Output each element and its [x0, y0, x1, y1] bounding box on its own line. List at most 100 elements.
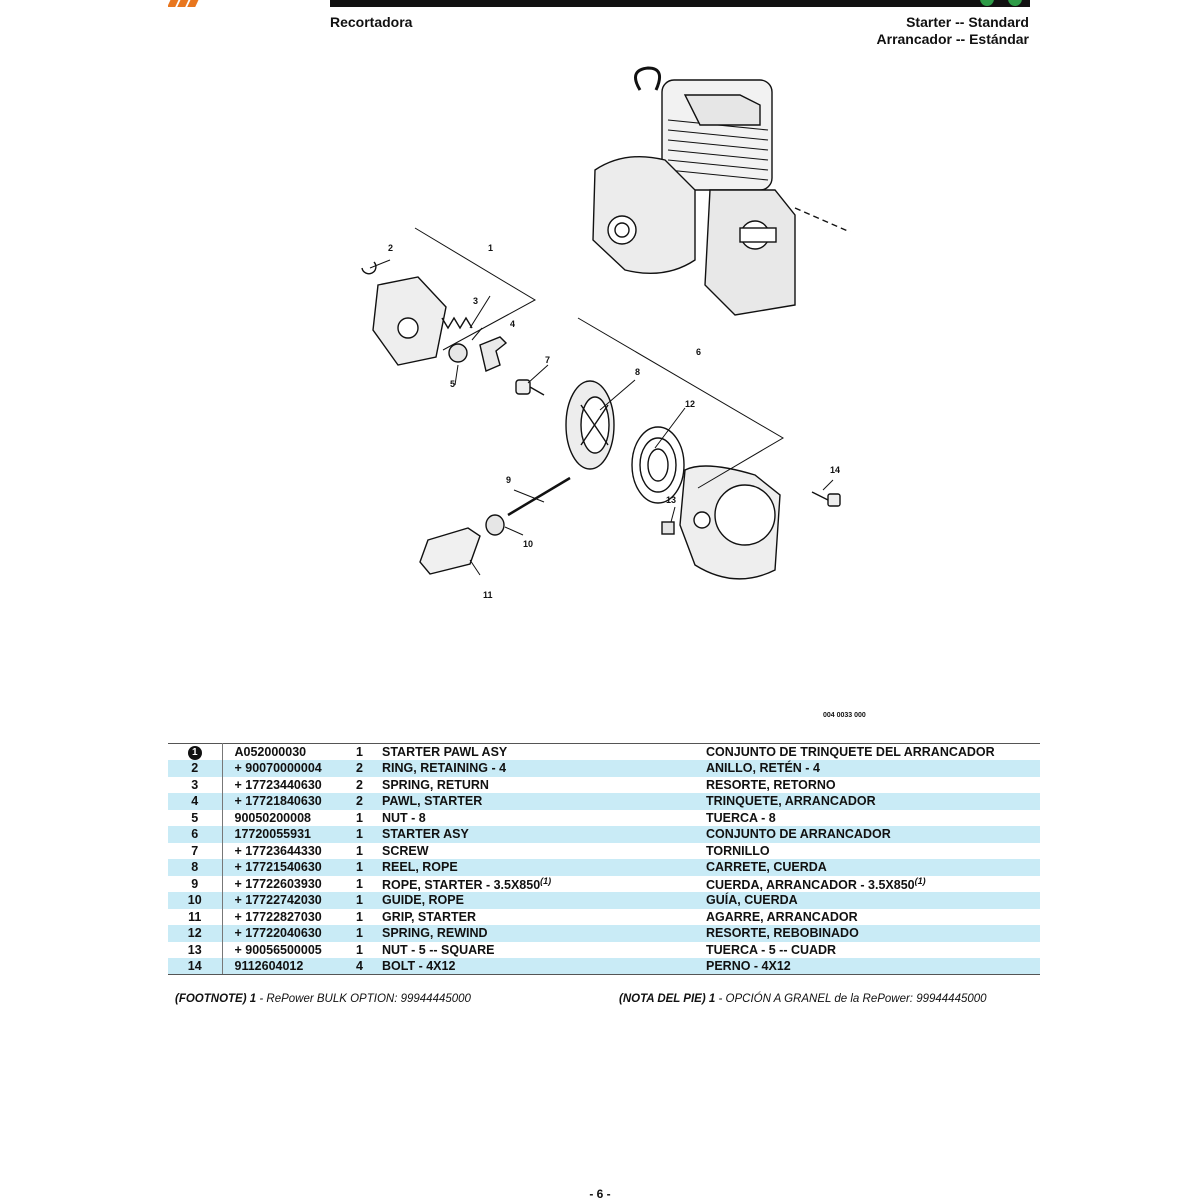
- footnote-es: (NOTA DEL PIE) 1 - OPCIÓN A GRANEL de la…: [619, 993, 987, 1005]
- quantity-cell: 2: [356, 777, 382, 794]
- part-8-reel: [565, 380, 615, 470]
- ref-cell: 5: [168, 809, 223, 826]
- ref-cell: 4: [168, 793, 223, 810]
- part-number-cell-text: + 17722040630: [234, 926, 322, 941]
- callout-label: 2: [388, 243, 393, 253]
- part-number-cell-text: + 17723644330: [234, 843, 322, 858]
- part-number-cell-text: + 17722827030: [234, 909, 322, 924]
- callout-label: 5: [450, 379, 455, 389]
- description-cell: SCREW: [382, 843, 706, 860]
- circled-ref-number: 1: [187, 746, 202, 760]
- callout-label: 6: [696, 347, 701, 357]
- ref-cell-text: 9: [191, 876, 199, 891]
- page-number: - 6 -: [589, 1187, 611, 1200]
- description-es-cell-text: ANILLO, RETÉN - 4: [706, 761, 820, 776]
- quantity-cell: 1: [356, 810, 382, 827]
- ref-cell: 13: [168, 941, 223, 958]
- quantity-cell: 1: [356, 826, 382, 843]
- ref-cell: 9: [168, 875, 223, 892]
- brand-logo: [168, 0, 308, 7]
- ref-cell-text: 2: [191, 761, 199, 776]
- ref-cell: 2: [168, 760, 223, 777]
- starter-case: [679, 465, 781, 580]
- description-es-cell-text: CARRETE, CUERDA: [706, 860, 827, 875]
- description-es-cell: GUÍA, CUERDA: [706, 892, 1040, 909]
- description-es-cell-text: TORNILLO: [706, 843, 770, 858]
- ref-cell-text: 7: [191, 843, 199, 858]
- part-number-cell-text: 9112604012: [234, 959, 304, 973]
- part-7-screw: [515, 379, 545, 396]
- description-es-cell-text: GUÍA, CUERDA: [706, 893, 798, 908]
- part-number-cell-text: A052000030: [234, 745, 307, 759]
- description-es-cell: ANILLO, RETÉN - 4: [706, 760, 1040, 777]
- callout-label: 9: [506, 475, 511, 485]
- part-number-cell: + 17722040630: [222, 925, 356, 942]
- description-cell: SPRING, REWIND: [382, 925, 706, 942]
- ref-cell-text: 11: [188, 909, 202, 924]
- quantity-cell: 1: [356, 892, 382, 909]
- description-cell-text: GRIP, STARTER: [382, 909, 476, 924]
- footnote-marker: (1): [914, 875, 926, 886]
- engine-drawing: [592, 66, 851, 316]
- callout-label: 8: [635, 367, 640, 377]
- part-12-rewind-spring: [631, 426, 685, 504]
- footnote-marker: (1): [540, 875, 552, 886]
- quantity-cell-text: 1: [356, 909, 363, 924]
- description-es-cell: TUERCA - 8: [706, 810, 1040, 827]
- description-cell: SPRING, RETURN: [382, 777, 706, 794]
- callout-label: 4: [510, 319, 515, 329]
- callout-label: 14: [830, 465, 840, 475]
- ref-cell: 7: [168, 842, 223, 859]
- description-es-cell-text: TRINQUETE, ARRANCADOR: [706, 794, 876, 809]
- part-2-ring: [361, 261, 377, 275]
- description-cell-text: ROPE, STARTER - 3.5X850: [382, 877, 541, 892]
- part-number-cell: + 17722742030: [222, 892, 356, 909]
- quantity-cell-text: 1: [356, 745, 363, 759]
- quantity-cell: 2: [356, 793, 382, 810]
- description-es-cell: RESORTE, RETORNO: [706, 777, 1040, 794]
- part-14-bolt: [811, 491, 841, 507]
- part-number-cell: 9112604012: [222, 958, 356, 975]
- description-cell-text: SPRING, REWIND: [382, 926, 488, 941]
- brand-dot-icon: [980, 0, 994, 6]
- ref-cell-text: 13: [187, 942, 202, 957]
- description-es-cell-text: CONJUNTO DE ARRANCADOR: [706, 827, 891, 842]
- quantity-cell-text: 1: [356, 926, 363, 941]
- quantity-cell-text: 4: [356, 959, 363, 973]
- part-number-cell: 90050200008: [222, 810, 356, 827]
- description-es-cell-text: AGARRE, ARRANCADOR: [706, 909, 858, 924]
- part-13-square-nut: [661, 521, 675, 535]
- description-es-cell: CARRETE, CUERDA: [706, 859, 1040, 876]
- quantity-cell: 2: [356, 760, 382, 777]
- description-cell-text: SPRING, RETURN: [382, 777, 489, 792]
- part-number-cell: + 17722603930: [222, 876, 356, 893]
- description-cell-text: GUIDE, ROPE: [382, 893, 464, 908]
- description-cell: STARTER ASY: [382, 826, 706, 843]
- description-cell-text: STARTER PAWL ASY: [382, 745, 508, 759]
- quantity-cell-text: 2: [356, 794, 363, 809]
- callout-label: 10: [523, 539, 533, 549]
- part-4-pawl: [479, 336, 508, 372]
- footnote-number: 1: [249, 993, 257, 1005]
- part-number-cell: + 17721840630: [222, 793, 356, 810]
- description-cell: NUT - 8: [382, 810, 706, 827]
- section-title: Starter -- Standard Arrancador -- Estánd…: [877, 14, 1029, 48]
- part-number-cell: 17720055931: [222, 826, 356, 843]
- part-number-cell-text: + 17723440630: [234, 777, 322, 792]
- quantity-cell-text: 1: [356, 893, 363, 908]
- description-es-cell: TUERCA - 5 -- CUADR: [706, 942, 1040, 959]
- description-cell: BOLT - 4X12: [382, 958, 706, 975]
- part-number-cell-text: + 17722742030: [234, 893, 322, 908]
- quantity-cell-text: 1: [356, 827, 363, 842]
- description-cell-text: REEL, ROPE: [382, 860, 458, 875]
- header-bar: [330, 0, 1030, 7]
- part-number-cell: + 17723644330: [222, 843, 356, 860]
- part-number-cell-text: 90050200008: [234, 810, 311, 825]
- section-title-es: Arrancador -- Estándar: [876, 31, 1029, 47]
